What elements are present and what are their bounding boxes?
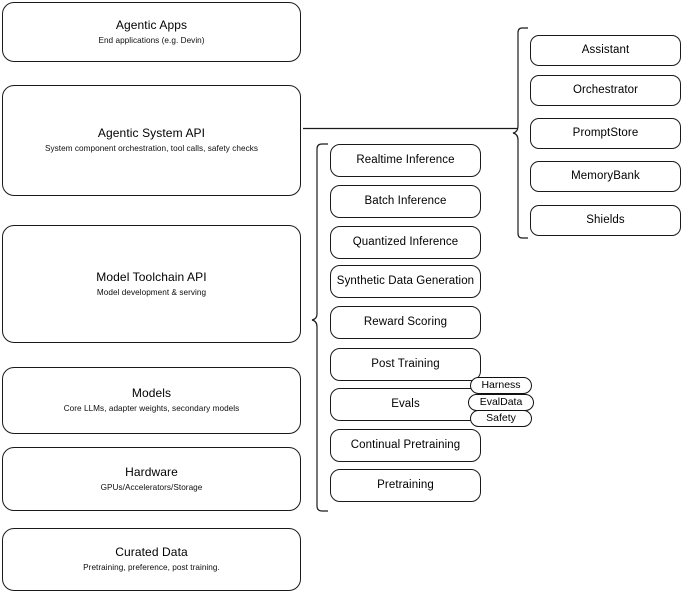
agent-title: Shields (586, 214, 625, 226)
layer-title: Hardware (125, 464, 178, 479)
agent-box-shields[interactable]: Shields (530, 205, 681, 236)
component-title: Evals (391, 398, 420, 410)
layer-subtitle: Pretraining, preference, post training. (83, 563, 220, 572)
agent-title: Orchestrator (572, 84, 639, 96)
component-title: Reward Scoring (363, 316, 448, 328)
layer-box-curated-data[interactable]: Curated Data Pretraining, preference, po… (2, 528, 301, 591)
component-title: Post Training (371, 358, 440, 370)
agent-title: MemoryBank (571, 170, 640, 182)
layer-subtitle: GPUs/Accelerators/Storage (100, 482, 203, 492)
agent-box-promptstore[interactable]: PromptStore (530, 118, 681, 149)
component-box-continual-pretraining[interactable]: Continual Pretraining (330, 429, 481, 462)
eval-pill-label: Harness (481, 379, 521, 392)
agent-title: PromptStore (572, 127, 639, 139)
component-box-pretraining[interactable]: Pretraining (330, 469, 481, 502)
component-box-batch-inference[interactable]: Batch Inference (330, 185, 481, 218)
agent-box-memorybank[interactable]: MemoryBank (530, 161, 681, 192)
component-box-post-training[interactable]: Post Training (330, 348, 481, 381)
eval-pill-safety[interactable]: Safety (470, 410, 532, 427)
component-title: Continual Pretraining (350, 439, 461, 451)
layer-subtitle: Core LLMs, adapter weights, secondary mo… (63, 404, 240, 413)
agent-title: Assistant (581, 44, 630, 56)
component-box-reward-scoring[interactable]: Reward Scoring (330, 306, 481, 339)
component-title: Pretraining (377, 479, 434, 491)
brace-middle-column (311, 143, 328, 512)
layer-box-hardware[interactable]: Hardware GPUs/Accelerators/Storage (2, 447, 301, 511)
layer-subtitle: End applications (e.g. Devin) (98, 35, 205, 45)
brace-right-column (512, 27, 528, 239)
component-title: Synthetic Data Generation (336, 275, 475, 287)
layer-title: Models (131, 386, 172, 400)
agent-box-orchestrator[interactable]: Orchestrator (530, 75, 681, 106)
component-box-evals[interactable]: Evals (330, 388, 481, 421)
component-title: Realtime Inference (356, 154, 455, 166)
layer-box-agentic-apps[interactable]: Agentic Apps End applications (e.g. Devi… (2, 2, 301, 62)
layer-box-model-toolchain-api[interactable]: Model Toolchain API Model development & … (2, 225, 301, 343)
component-title: Quantized Inference (352, 236, 459, 248)
layer-box-agentic-system-api[interactable]: Agentic System API System component orch… (2, 85, 301, 196)
layer-title: Curated Data (115, 545, 188, 559)
layer-subtitle: System component orchestration, tool cal… (44, 144, 259, 153)
eval-pill-harness[interactable]: Harness (470, 377, 532, 394)
eval-pill-label: Safety (486, 412, 516, 425)
component-title: Batch Inference (364, 195, 447, 207)
layer-box-models[interactable]: Models Core LLMs, adapter weights, secon… (2, 367, 301, 434)
eval-pill-label: EvalData (479, 396, 523, 409)
layer-title: Agentic System API (97, 126, 206, 140)
layer-title: Agentic Apps (115, 17, 188, 32)
layer-title: Model Toolchain API (96, 269, 207, 284)
component-box-quantized-inference[interactable]: Quantized Inference (330, 226, 481, 259)
component-box-realtime-inference[interactable]: Realtime Inference (330, 144, 481, 177)
component-box-synthetic-data-generation[interactable]: Synthetic Data Generation (330, 265, 481, 298)
layer-subtitle: Model development & serving (96, 287, 207, 297)
agent-box-assistant[interactable]: Assistant (530, 35, 681, 66)
eval-pill-evaldata[interactable]: EvalData (468, 394, 534, 411)
